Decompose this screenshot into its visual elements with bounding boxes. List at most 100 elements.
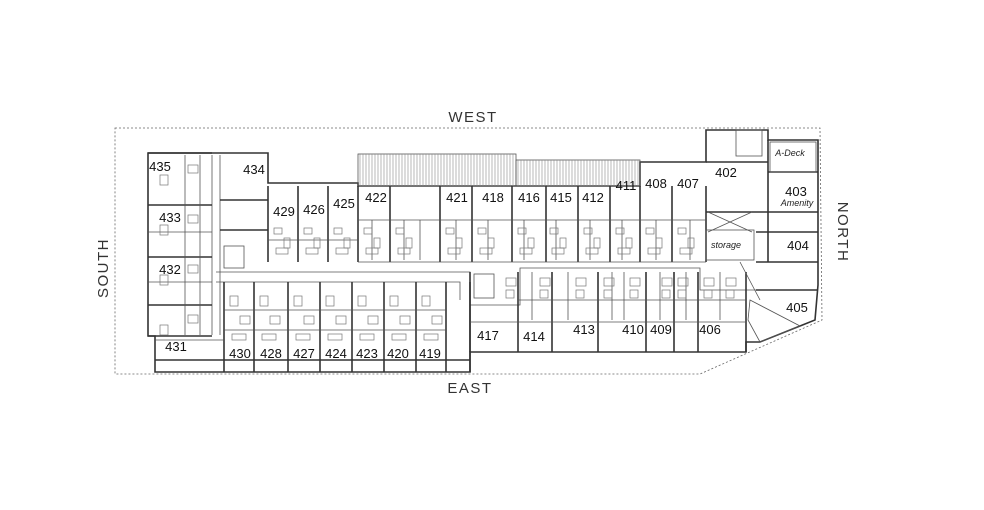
fixture xyxy=(399,315,411,325)
fixture xyxy=(539,289,549,299)
label-south: SOUTH xyxy=(95,238,112,298)
fixture xyxy=(539,277,551,287)
fixture xyxy=(647,247,661,255)
fixture xyxy=(395,227,405,235)
stair-north xyxy=(735,129,763,157)
unit-435: 435 xyxy=(149,159,171,174)
fixture xyxy=(357,295,367,307)
unit-418: 418 xyxy=(482,190,504,205)
stair-405 xyxy=(747,299,801,343)
fixture xyxy=(703,277,715,287)
a-deck-label: A-Deck xyxy=(774,148,805,158)
fixture xyxy=(421,295,431,307)
storage-diagonal xyxy=(707,211,753,233)
a-deck-area xyxy=(769,141,817,173)
unit-411: 411 xyxy=(616,178,637,193)
fixture xyxy=(677,227,687,235)
unit-429: 429 xyxy=(273,204,295,219)
fixture xyxy=(327,333,343,341)
amenity-label: Amenity xyxy=(780,198,814,208)
unit-408: 408 xyxy=(645,176,667,191)
fixture xyxy=(629,277,641,287)
fixture xyxy=(559,237,567,249)
fixture xyxy=(455,237,463,249)
fixture xyxy=(487,237,495,249)
fixture xyxy=(261,333,277,341)
fixture xyxy=(677,277,689,287)
unit-403: 403 xyxy=(785,184,807,199)
elevator-core xyxy=(473,273,495,299)
unit-413: 413 xyxy=(573,322,595,337)
unit-412: 412 xyxy=(582,190,604,205)
unit-433: 433 xyxy=(159,210,181,225)
unit-434: 434 xyxy=(243,162,265,177)
fixture xyxy=(335,315,347,325)
fixture xyxy=(603,277,615,287)
unit-406: 406 xyxy=(699,322,721,337)
fixture xyxy=(389,295,399,307)
fixture xyxy=(239,315,251,325)
storage-room xyxy=(705,229,755,261)
fixture xyxy=(625,237,633,249)
label-north: NORTH xyxy=(834,202,851,263)
fixture xyxy=(343,237,351,249)
fixture xyxy=(373,237,381,249)
fixture xyxy=(405,237,413,249)
fixture xyxy=(527,237,535,249)
label-east: EAST xyxy=(447,380,492,397)
fixture xyxy=(159,224,169,236)
fixture xyxy=(359,333,375,341)
fixture xyxy=(397,247,411,255)
fixture xyxy=(447,247,461,255)
fixture xyxy=(575,277,587,287)
unit-430: 430 xyxy=(229,346,251,361)
fixture xyxy=(551,247,565,255)
fixture xyxy=(603,289,613,299)
fixture xyxy=(159,324,169,336)
label-west: WEST xyxy=(448,109,497,126)
unit-410: 410 xyxy=(622,322,644,337)
unit-427: 427 xyxy=(293,346,315,361)
unit-420: 420 xyxy=(387,346,409,361)
fixture xyxy=(661,277,673,287)
fixture xyxy=(259,295,269,307)
fixture xyxy=(479,247,493,255)
unit-432: 432 xyxy=(159,262,181,277)
fixture xyxy=(687,237,695,249)
unit-walls xyxy=(148,140,818,372)
fixture xyxy=(187,214,199,224)
fixture xyxy=(645,227,655,235)
fixture xyxy=(367,315,379,325)
fixture xyxy=(365,247,379,255)
unit-407: 407 xyxy=(677,176,699,191)
fixture xyxy=(725,289,735,299)
fixture xyxy=(363,227,373,235)
fixture xyxy=(505,277,517,287)
unit-409: 409 xyxy=(650,322,672,337)
unit-405: 405 xyxy=(786,300,808,315)
fixture xyxy=(617,247,631,255)
unit-428: 428 xyxy=(260,346,282,361)
fixture xyxy=(305,247,319,255)
unit-426: 426 xyxy=(303,202,325,217)
fixture xyxy=(575,289,585,299)
fixture xyxy=(655,237,663,249)
fixture xyxy=(661,289,671,299)
fixture xyxy=(303,227,313,235)
fixture xyxy=(391,333,407,341)
unit-404: 404 xyxy=(787,238,809,253)
fixture xyxy=(431,315,443,325)
unit-419: 419 xyxy=(419,346,441,361)
corridor xyxy=(216,281,461,300)
fixture xyxy=(615,227,625,235)
fixture xyxy=(519,247,533,255)
fixture xyxy=(231,333,247,341)
fixture xyxy=(505,289,515,299)
fixture xyxy=(423,333,439,341)
unit-415: 415 xyxy=(550,190,572,205)
roof-hatching xyxy=(357,153,641,187)
fixture xyxy=(477,227,487,235)
fixture xyxy=(159,174,169,186)
unit-402: 402 xyxy=(715,165,737,180)
